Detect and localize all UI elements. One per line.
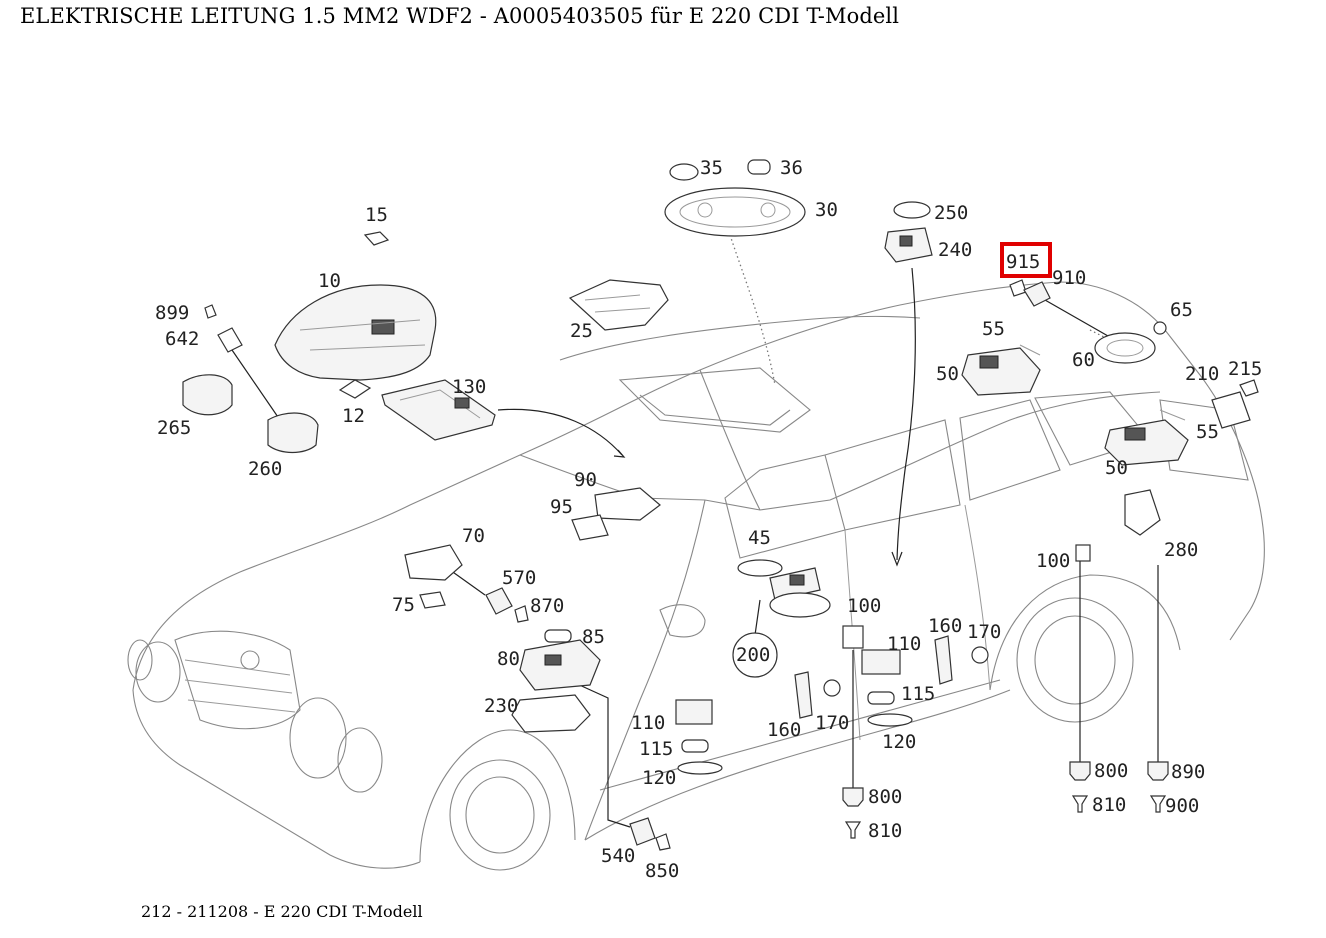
page-title: ELEKTRISCHE LEITUNG 1.5 MM2 WDF2 - A0005… <box>20 4 900 28</box>
label-55-lower: 55 <box>1196 421 1219 443</box>
label-160-lower: 160 <box>767 719 801 741</box>
label-12: 12 <box>342 405 365 427</box>
label-265: 265 <box>157 417 191 439</box>
label-810-rear: 810 <box>1092 794 1126 816</box>
label-890: 890 <box>1171 761 1205 783</box>
label-800-rear: 800 <box>1094 760 1128 782</box>
label-50-lower: 50 <box>1105 457 1128 479</box>
label-115-upper: 115 <box>901 683 935 705</box>
label-899: 899 <box>155 302 189 324</box>
label-200: 200 <box>736 644 770 666</box>
label-85: 85 <box>582 626 605 648</box>
label-900: 900 <box>1165 795 1199 817</box>
parts <box>182 159 1259 851</box>
label-850: 850 <box>645 860 679 882</box>
label-915: 915 <box>1006 251 1040 273</box>
label-115-lower: 115 <box>639 738 673 760</box>
label-10: 10 <box>318 270 341 292</box>
label-35: 35 <box>700 157 723 179</box>
label-130: 130 <box>452 376 486 398</box>
label-120-upper: 120 <box>882 731 916 753</box>
label-215: 215 <box>1228 358 1262 380</box>
label-230: 230 <box>484 695 518 717</box>
diagram-footer: 212 - 211208 - E 220 CDI T-Modell <box>141 902 423 921</box>
label-210: 210 <box>1185 363 1219 385</box>
part-labels: 35 36 30 15 10 899 642 265 260 12 130 25… <box>155 157 1262 882</box>
label-870: 870 <box>530 595 564 617</box>
label-55-upper: 55 <box>982 318 1005 340</box>
label-250: 250 <box>934 202 968 224</box>
label-110-lower: 110 <box>631 712 665 734</box>
label-60: 60 <box>1072 349 1095 371</box>
label-45: 45 <box>748 527 771 549</box>
label-90: 90 <box>574 469 597 491</box>
label-36: 36 <box>780 157 803 179</box>
label-75: 75 <box>392 594 415 616</box>
label-120-lower: 120 <box>642 767 676 789</box>
label-80: 80 <box>497 648 520 670</box>
routing-lines <box>231 234 1159 828</box>
label-95: 95 <box>550 496 573 518</box>
label-50-upper: 50 <box>936 363 959 385</box>
label-100-rear: 100 <box>1036 550 1070 572</box>
label-910: 910 <box>1052 267 1086 289</box>
label-800-front: 800 <box>868 786 902 808</box>
label-810-front: 810 <box>868 820 902 842</box>
label-25: 25 <box>570 320 593 342</box>
label-30: 30 <box>815 199 838 221</box>
label-280: 280 <box>1164 539 1198 561</box>
label-15: 15 <box>365 204 388 226</box>
car-body-outline <box>127 281 1265 871</box>
label-100-front: 100 <box>847 595 881 617</box>
label-240: 240 <box>938 239 972 261</box>
label-170-lower: 170 <box>815 712 849 734</box>
label-160-upper: 160 <box>928 615 962 637</box>
label-570: 570 <box>502 567 536 589</box>
label-70: 70 <box>462 525 485 547</box>
label-642: 642 <box>165 328 199 350</box>
highlight-box-915[interactable] <box>1000 242 1052 278</box>
label-540: 540 <box>601 845 635 867</box>
label-260: 260 <box>248 458 282 480</box>
label-170-upper: 170 <box>967 621 1001 643</box>
label-110-upper: 110 <box>887 633 921 655</box>
label-65: 65 <box>1170 299 1193 321</box>
